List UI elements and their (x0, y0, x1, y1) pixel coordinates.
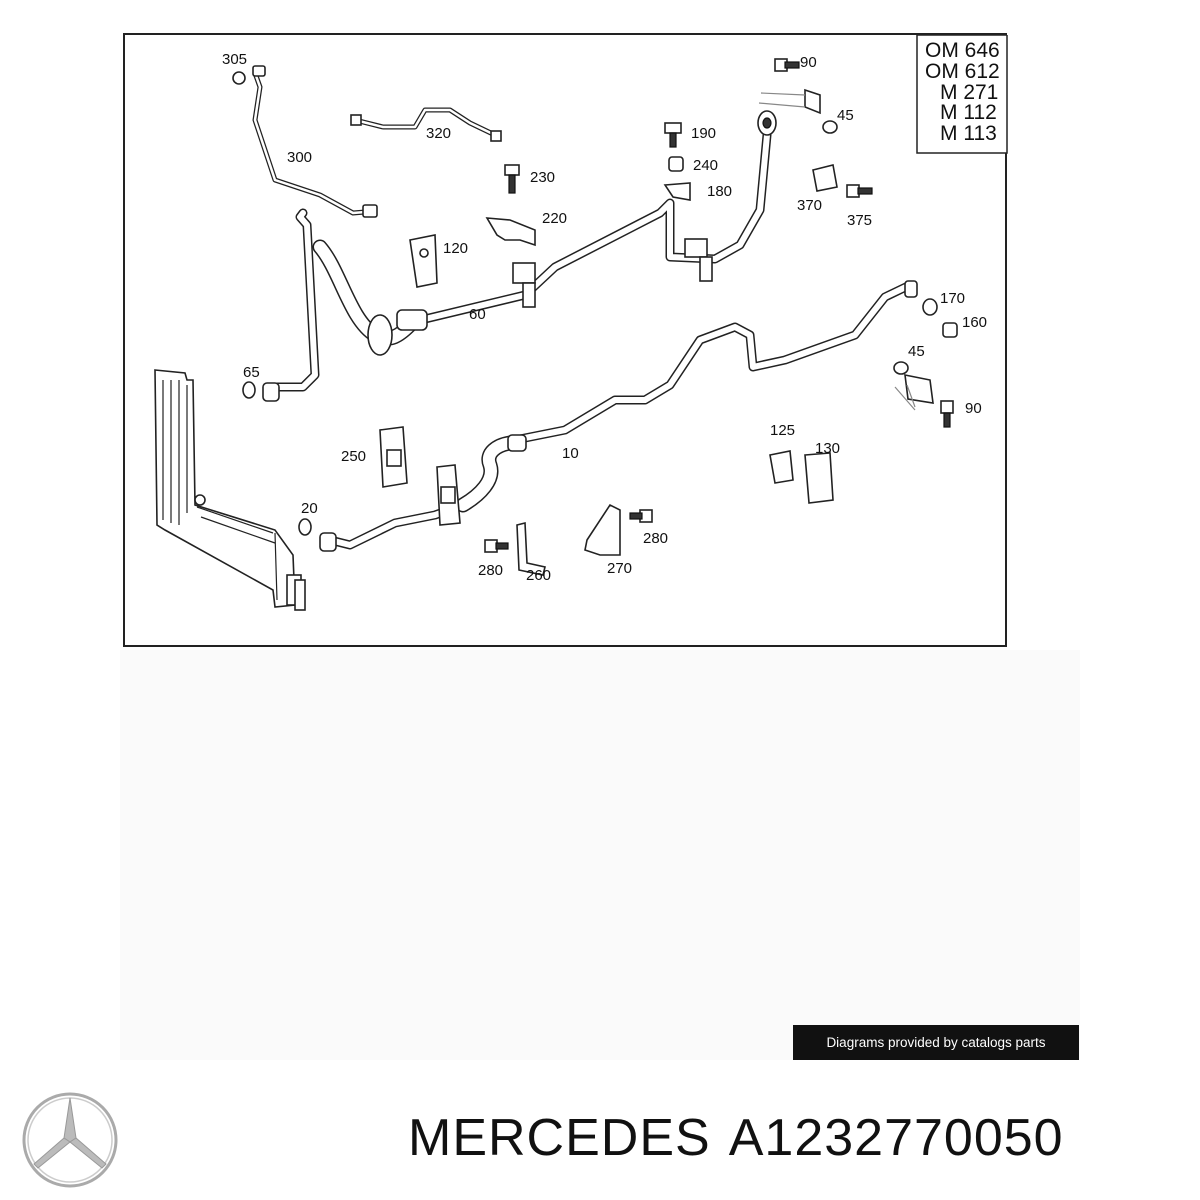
callout-130: 130 (815, 440, 840, 457)
lower-pipe-10 (319, 280, 918, 552)
engine-code: M 271 (940, 81, 998, 104)
engine-code: M 112 (940, 101, 997, 124)
callout-240: 240 (693, 157, 718, 174)
engine-code: OM 646 (925, 39, 1000, 62)
engine-code-box: OM 646 OM 612 M 271 M 112 M 113 (916, 35, 1008, 154)
callout-280-left: 280 (478, 562, 503, 579)
callout-10: 10 (562, 445, 579, 462)
callout-260: 260 (526, 567, 551, 584)
engine-code: OM 612 (925, 60, 1000, 83)
brand-name: MERCEDES (408, 1109, 711, 1167)
callout-60: 60 (469, 306, 486, 323)
callout-20: 20 (301, 500, 318, 517)
callout-170: 170 (940, 290, 965, 307)
callout-280-right: 280 (643, 530, 668, 547)
callout-90-bottom: 90 (965, 400, 982, 417)
callout-300: 300 (287, 149, 312, 166)
callout-120: 120 (443, 240, 468, 257)
diagram-drawing: OM 646 OM 612 M 271 M 112 M 113 (154, 35, 1008, 611)
callout-270: 270 (607, 560, 632, 577)
upper-pipe-60 (262, 110, 777, 402)
engine-code: M 113 (940, 122, 997, 145)
product-title: MERCEDES A1232770050 (408, 1108, 1064, 1168)
callout-labels: 305 300 320 230 220 120 60 65 190 240 18… (222, 51, 987, 584)
parts-diagram: OM 646 OM 612 M 271 M 112 M 113 (123, 33, 1008, 647)
callout-370: 370 (797, 197, 822, 214)
callout-230: 230 (530, 169, 555, 186)
pipe-320 (350, 107, 502, 142)
diagram-credit-banner: Diagrams provided by catalogs parts (793, 1025, 1079, 1060)
part-number: A1232770050 (728, 1109, 1064, 1167)
callout-65: 65 (243, 364, 260, 381)
mercedes-star-icon (20, 1090, 120, 1195)
callout-305: 305 (222, 51, 247, 68)
radiator-illustration (154, 369, 306, 611)
callout-45-bottom: 45 (908, 343, 925, 360)
callout-220: 220 (542, 210, 567, 227)
fastener-parts (232, 58, 958, 576)
callout-45-top: 45 (837, 107, 854, 124)
background-panel (120, 650, 1080, 1060)
callout-375: 375 (847, 212, 872, 229)
callout-160: 160 (962, 314, 987, 331)
callout-250: 250 (341, 448, 366, 465)
callout-180: 180 (707, 183, 732, 200)
callout-320: 320 (426, 125, 451, 142)
callout-190: 190 (691, 125, 716, 142)
callout-125: 125 (770, 422, 795, 439)
callout-90-top: 90 (800, 54, 817, 71)
pipe-300 (252, 65, 378, 218)
